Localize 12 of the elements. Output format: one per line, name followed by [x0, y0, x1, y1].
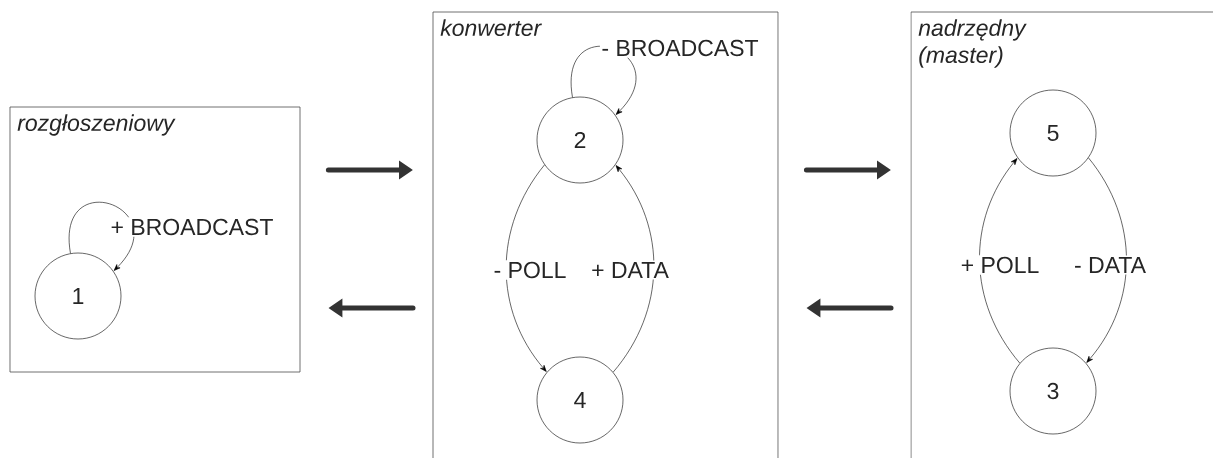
edge-label: + DATA [589, 260, 671, 280]
loop-arrow [570, 45, 636, 115]
edge-label: - BROADCAST [599, 38, 761, 58]
arrow [612, 165, 655, 373]
edge-label: + POLL [959, 255, 1041, 275]
arrow [979, 158, 1021, 364]
edge-label: + BROADCAST [109, 217, 275, 237]
edge-label: - DATA [1072, 255, 1148, 275]
edge-label: - POLL [492, 260, 568, 280]
arrow [1086, 157, 1127, 363]
loop-arrow [68, 201, 134, 271]
arrow [505, 164, 547, 372]
